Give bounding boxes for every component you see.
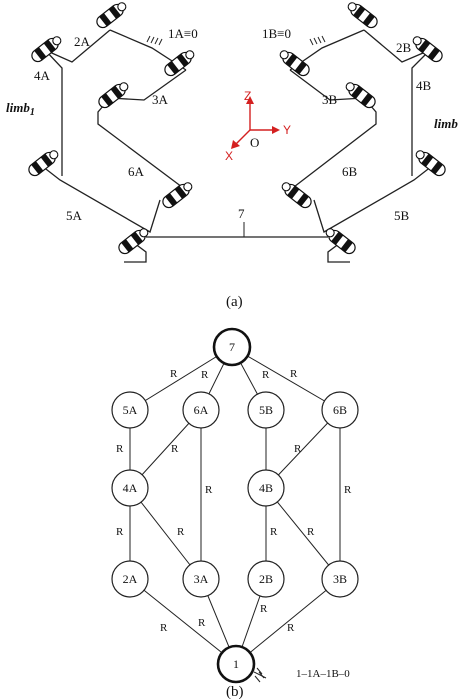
node-2A: 2A [111,560,149,598]
edge-label: R [201,369,209,381]
label-3A: 3A [152,92,169,107]
joint-icon [412,146,449,179]
label-2A: 2A [74,34,91,49]
edge [231,346,341,411]
link-5A [41,165,161,233]
link-4A [44,49,63,176]
axis-x-label: X [225,149,233,163]
label-6B: 6B [342,164,358,179]
link-4B [411,49,431,176]
link-5B [313,165,433,233]
edge-label: R [116,443,124,455]
svg-text:4B: 4B [259,481,273,495]
joint-icon [161,46,198,79]
edge-label: R [287,622,295,634]
label-1A: 1A≡0 [168,26,198,41]
link-3B [289,69,365,101]
svg-text:4A: 4A [123,481,138,495]
edge-label: R [260,603,268,615]
edge-label: R [307,526,315,538]
edge-label: R [290,368,298,380]
link-base-right [327,239,350,263]
link-2A [44,29,111,63]
edge-label: R [344,484,352,496]
svg-text:2A: 2A [123,572,138,586]
edge [265,487,341,580]
node-3A: 3A [182,560,220,598]
node-4A: 4A [111,469,149,507]
svg-text:6A: 6A [194,403,209,417]
node-1: 1 [216,644,256,684]
label-5A: 5A [66,208,83,223]
link-3A [109,69,187,101]
label-4A: 4A [34,68,51,83]
node-5B: 5B [247,391,285,429]
edge [129,487,202,580]
node-2B: 2B [247,560,285,598]
edge-label: R [270,526,278,538]
edge-label: R [294,443,302,455]
caption-a: (a) [226,294,243,310]
node-5A: 5A [111,391,149,429]
coordinate-frame [231,96,280,149]
joint-icon [342,78,379,111]
svg-text:7: 7 [229,340,235,354]
joint-icon [93,0,130,31]
edge [235,578,341,665]
edge-label: R [171,443,179,455]
edge-label: R [116,526,124,538]
edge-label: R [160,622,168,634]
edge-label: R [170,368,178,380]
ground-hatch-right [309,35,326,46]
label-2B: 2B [396,40,412,55]
svg-text:1: 1 [233,657,239,671]
joint-graph: R R R R R R R R R R R R R R R R R 7 5A 6… [111,327,359,684]
edge-label: R [198,617,206,629]
link-6B [289,97,377,191]
svg-text:3B: 3B [333,572,347,586]
ground-hatch-node1 [253,667,267,683]
label-6A: 6A [128,164,145,179]
link-base-left [124,239,147,263]
link-2B [363,29,431,63]
node-7: 7 [212,327,252,367]
edge-label: R [205,484,213,496]
svg-text:5A: 5A [123,403,138,417]
svg-text:2B: 2B [259,572,273,586]
node-4B: 4B [247,469,285,507]
edge [129,346,233,411]
label-limb2: limb [434,116,458,131]
node-6A: 6A [182,391,220,429]
label-limb1: limb1 [6,100,35,118]
label-1B: 1B≡0 [262,26,291,41]
joint-icon [278,178,315,211]
edge-label: R [262,369,270,381]
ground-hatch-left [146,35,163,46]
joint-icon [25,146,62,179]
axis-z-label: Z [244,89,251,103]
edge [129,578,237,665]
joint-icon [409,32,446,65]
joint-icon [344,0,381,31]
label-3B: 3B [322,92,338,107]
joint-icon [28,32,65,65]
node-6B: 6B [321,391,359,429]
label-4B: 4B [416,78,432,93]
edge-label: R [177,526,185,538]
svg-text:5B: 5B [259,403,273,417]
caption-b: (b) [226,684,244,699]
ground-note: 1–1A–1B–0 [296,668,350,680]
label-7: 7 [238,206,245,221]
label-5B: 5B [394,208,410,223]
joint-icon [95,78,132,111]
svg-text:3A: 3A [194,572,209,586]
axis-y-label: Y [283,123,291,137]
node-3B: 3B [321,560,359,598]
mechanism-sketch: Z Y X O 2A 1A≡0 1B≡0 2B 4A 3A 3B 4B limb… [6,0,458,263]
svg-text:6B: 6B [333,403,347,417]
axis-origin-label: O [250,135,259,150]
